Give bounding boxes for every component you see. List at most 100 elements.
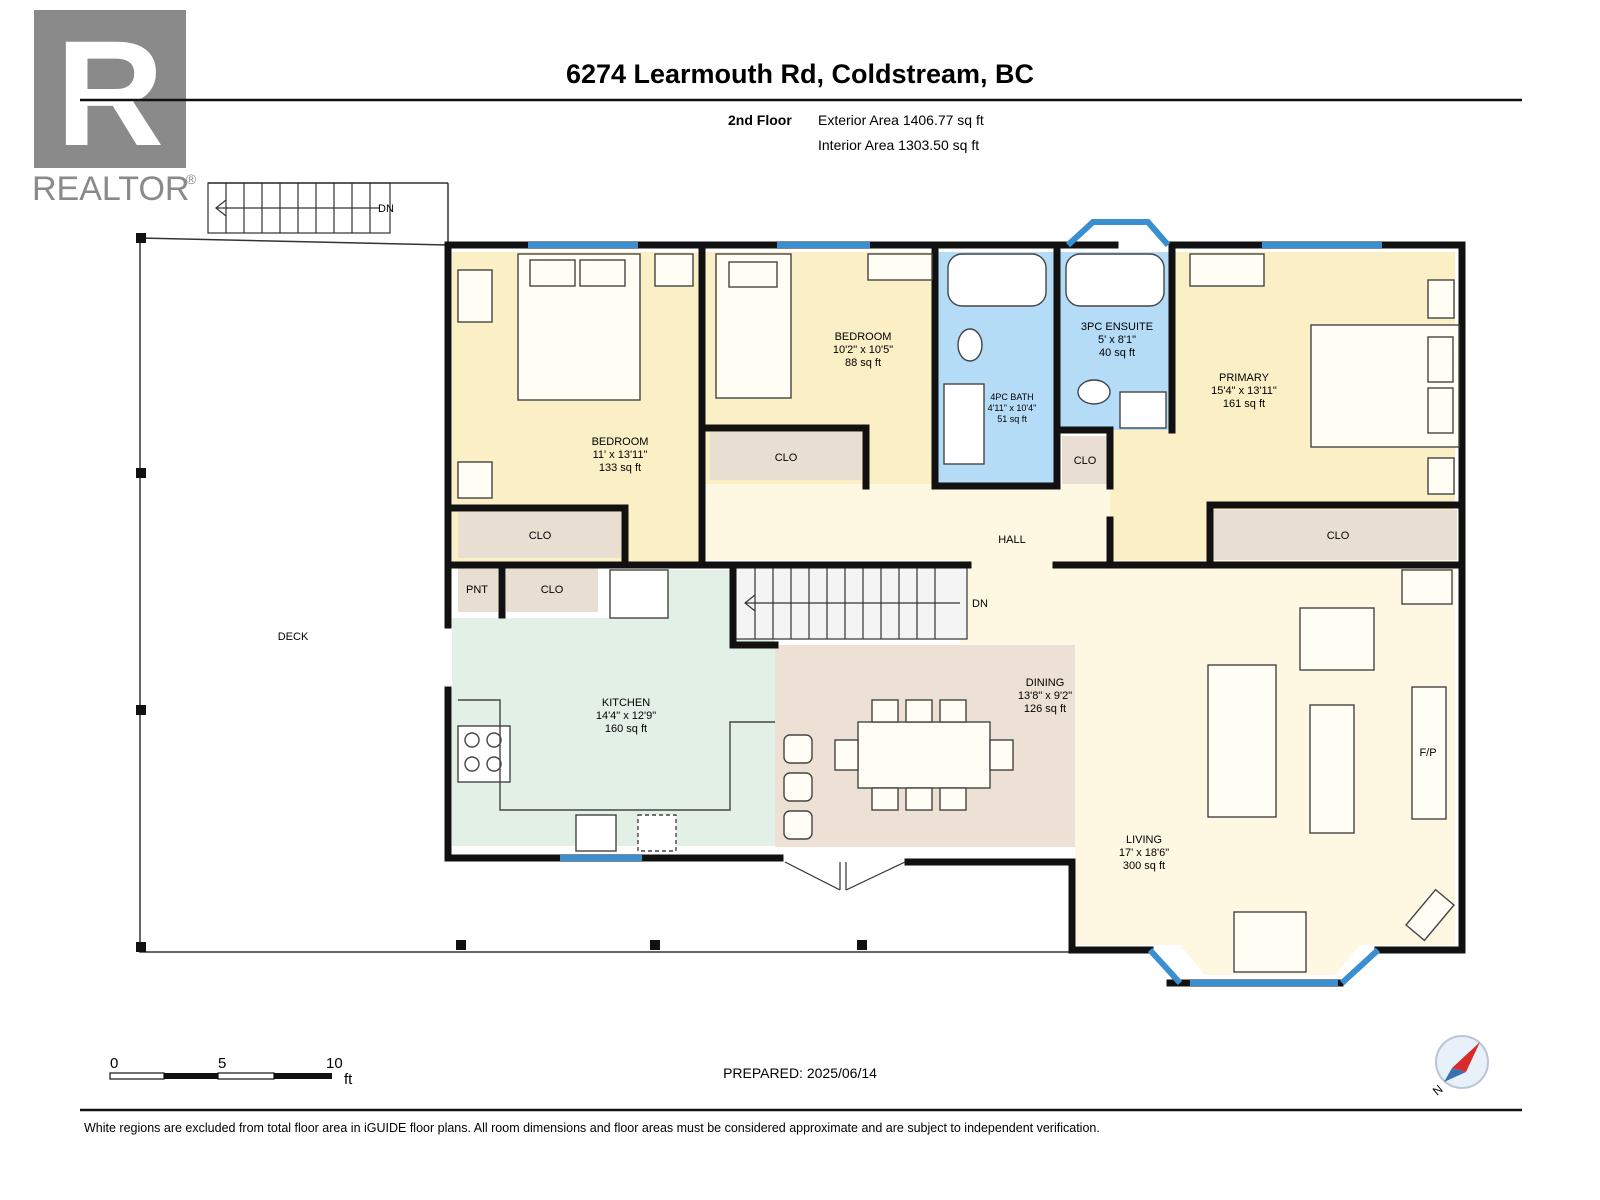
deck-post: [456, 940, 466, 950]
fridge: [609, 569, 669, 619]
dishwasher: [637, 814, 677, 852]
closet-primary: [1212, 510, 1457, 560]
dining-area: 126 sq ft: [1024, 703, 1066, 715]
closet-bedroom2: [710, 432, 862, 480]
chair: [905, 787, 933, 811]
pillow: [579, 259, 626, 287]
scale-zero: 0: [110, 1055, 118, 1072]
scale-ten: 10: [326, 1055, 343, 1072]
pillow: [1427, 336, 1454, 383]
deck-post: [136, 942, 146, 952]
coffee-table: [1309, 704, 1355, 834]
closet-kitchen: [506, 568, 598, 612]
chair: [939, 699, 967, 723]
floor-label: 2nd Floor: [728, 112, 792, 128]
scale-segment: [164, 1073, 218, 1079]
bathtub: [1065, 253, 1165, 307]
closet-ensuite: [1062, 436, 1108, 484]
bedroom2-name: BEDROOM: [835, 331, 892, 343]
bay-window-ensuite: [1065, 219, 1171, 248]
compass-north-label: N: [1430, 1082, 1446, 1098]
compass-icon: N: [1430, 1035, 1489, 1098]
closet-label: CLO: [1074, 455, 1097, 467]
interior-area: Interior Area 1303.50 sq ft: [818, 137, 979, 153]
realtor-logo: R REALTOR ®: [32, 9, 197, 208]
hall-fill-2: [960, 560, 1080, 645]
living-area: 300 sq ft: [1123, 860, 1165, 872]
fireplace-label: F/P: [1419, 747, 1436, 759]
closet-label: CLO: [529, 530, 552, 542]
bath-dims: 4'11" x 10'4": [988, 403, 1037, 413]
bath-area: 51 sq ft: [997, 414, 1027, 424]
exterior-area: Exterior Area 1406.77 sq ft: [818, 112, 984, 128]
living-dims: 17' x 18'6": [1119, 847, 1169, 859]
pillow: [728, 261, 778, 288]
deck-post: [136, 468, 146, 478]
dining-dims: 13'8" x 9'2": [1018, 690, 1072, 702]
logo-registered-mark: ®: [186, 171, 197, 187]
chair: [989, 739, 1014, 771]
page-title: 6274 Learmouth Rd, Coldstream, BC: [566, 59, 1034, 89]
stool: [783, 810, 813, 840]
armchair: [1233, 911, 1307, 973]
primary-area: 161 sq ft: [1223, 398, 1265, 410]
deck-posts: [136, 233, 867, 952]
windows: [528, 219, 1382, 986]
hall-fill: [705, 484, 1110, 560]
fireplace: [1411, 686, 1447, 820]
scale-segment: [109, 1072, 165, 1080]
stool: [783, 772, 813, 802]
closet-label: CLO: [1327, 530, 1350, 542]
deck-outline: [139, 237, 1072, 953]
desk: [457, 269, 493, 323]
primary-dims: 15'4" x 13'11": [1211, 385, 1277, 397]
side-table: [1405, 888, 1455, 942]
primary-name: PRIMARY: [1219, 372, 1270, 384]
closet-label: CLO: [775, 452, 798, 464]
room-labels: BEDROOM 11' x 13'11" 133 sq ft BEDROOM 1…: [278, 321, 1437, 872]
hall-label: HALL: [998, 534, 1026, 546]
interior-stairs: [732, 566, 968, 640]
scale-bar: 0 5 10 ft: [109, 1055, 353, 1088]
closet-bedroom1: [458, 512, 621, 558]
bedroom1-area: 133 sq ft: [599, 462, 641, 474]
bay-window-living: [1147, 947, 1183, 986]
chair: [939, 787, 967, 811]
exterior-stair-outline: [207, 182, 391, 234]
ensuite-area: 40 sq ft: [1099, 347, 1135, 359]
ensuite-dims: 5' x 8'1": [1098, 334, 1136, 346]
cabinet: [1401, 569, 1453, 605]
logo-wordmark: REALTOR: [32, 170, 189, 208]
kitchen-sink: [575, 814, 617, 852]
living-name: LIVING: [1126, 834, 1162, 846]
scale-five: 5: [218, 1055, 226, 1072]
deck-stair-dn-label: DN: [378, 203, 394, 215]
scale-segment: [217, 1072, 275, 1080]
sofa: [1207, 664, 1277, 818]
dining-table: [857, 721, 991, 789]
bedroom1-dims: 11' x 13'11": [593, 449, 648, 461]
bath-name: 4PC BATH: [990, 392, 1033, 402]
exterior-stairs: [207, 182, 391, 234]
armchair: [1299, 607, 1375, 671]
bedroom1-name: BEDROOM: [592, 436, 649, 448]
kitchen-area: 160 sq ft: [605, 723, 647, 735]
logo-letter: R: [56, 9, 164, 177]
vanity: [1119, 391, 1167, 429]
closet-label: CLO: [541, 584, 564, 596]
dresser: [867, 253, 933, 281]
kitchen-name: KITCHEN: [602, 697, 650, 709]
bathtub: [947, 253, 1047, 307]
primary-fill-2: [1110, 430, 1180, 560]
ensuite-name: 3PC ENSUITE: [1081, 321, 1153, 333]
nightstand: [654, 253, 694, 287]
logo-square: [34, 10, 186, 168]
kitchen-counter: [458, 699, 775, 811]
bay-window-living: [1339, 947, 1381, 986]
stool: [783, 734, 813, 764]
vanity: [943, 383, 985, 465]
pillow: [1427, 387, 1454, 434]
scale-segment: [274, 1073, 332, 1079]
bedroom2-area: 88 sq ft: [845, 357, 881, 369]
